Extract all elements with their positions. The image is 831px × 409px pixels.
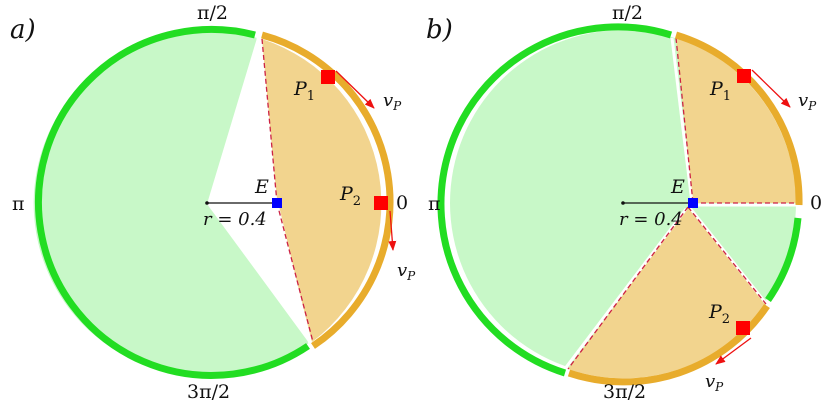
panel-b-angle-label-left: π [428, 193, 441, 215]
panel-b-velocity-label-p1: vP [798, 90, 817, 113]
panel-b-center-label: E [670, 176, 685, 198]
panel-b-evader-marker [688, 198, 698, 208]
panel-a-safe-arc [34, 25, 310, 379]
panel-b-pursuer-p2-marker [736, 321, 750, 335]
panel-b-p1-label: P1 [709, 78, 731, 104]
panel-a: a) π/2 π 0 3π/2 E r = 0.4 P1 P2 vP vP [10, 2, 416, 403]
panel-a-safe-region [33, 30, 310, 377]
panel-a-pursuer-p2-marker [374, 196, 388, 210]
panel-b-boundary-line [687, 206, 767, 305]
panel-b-p2-label: P2 [708, 301, 730, 327]
panel-a-p2-label: P2 [339, 183, 361, 209]
panel-b-label: b) [426, 15, 453, 45]
panel-a-gap-line [275, 203, 312, 345]
panel-b-boundary-line [567, 206, 689, 370]
panel-a-boundary-line [261, 38, 278, 204]
panel-b-safe-arc-2 [765, 217, 802, 302]
panel-a-velocity-label-p2: vP [397, 260, 416, 283]
panel-b-angle-label-top: π/2 [612, 2, 643, 24]
panel-a-center-label: E [254, 176, 269, 198]
panel-b-angle-label-bottom: 3π/2 [603, 381, 646, 403]
panel-a-angle-label-bottom: 3π/2 [187, 381, 230, 403]
panel-b-velocity-arrow-p1 [751, 69, 791, 108]
panel-b-angle-label-right: 0 [810, 192, 822, 214]
panel-b-capture-arc-1 [674, 31, 803, 206]
panel-a-gap-line [256, 37, 278, 204]
panel-b-center-dot [621, 201, 625, 205]
panel-b-boundary-line [675, 37, 694, 204]
panel-b-safe-arc-1 [437, 23, 673, 377]
panel-a-p1-label: P1 [293, 78, 315, 104]
panel-a-angle-label-right: 0 [396, 192, 408, 214]
panel-a-capture-region [262, 39, 382, 342]
panel-a-velocity-arrow-p2 [388, 210, 397, 251]
panel-b-gap-line [670, 37, 694, 204]
panel-b-capture-region-1 [676, 38, 797, 203]
panel-a-radius-label: r = 0.4 [203, 209, 267, 230]
panel-a-angle-label-top: π/2 [197, 2, 228, 24]
panel-a-pursuer-p1-marker [321, 70, 335, 84]
panel-b-gap-line [688, 207, 767, 303]
panel-a-evader-marker [272, 198, 282, 208]
panel-a-velocity-label-p1: vP [383, 90, 402, 113]
panel-a-velocity-arrow-p1 [335, 70, 375, 109]
panel-b-pursuer-p1-marker [737, 69, 751, 83]
panel-a-center-dot [205, 201, 209, 205]
panel-b-velocity-label-p2: vP [705, 371, 724, 394]
panel-b-capture-region-2 [568, 207, 766, 379]
panel-a-label: a) [10, 15, 36, 45]
panel-b-gap-line [562, 208, 688, 371]
panel-a-capture-arc [261, 31, 394, 349]
panel-b-radius-label: r = 0.4 [619, 209, 683, 230]
panel-b-velocity-arrow-p2 [715, 337, 752, 365]
panel-a-angle-label-left: π [12, 193, 25, 215]
panel-b: b) π/2 π 0 3π/2 E r = 0.4 P1 P2 vP vP [426, 2, 822, 403]
